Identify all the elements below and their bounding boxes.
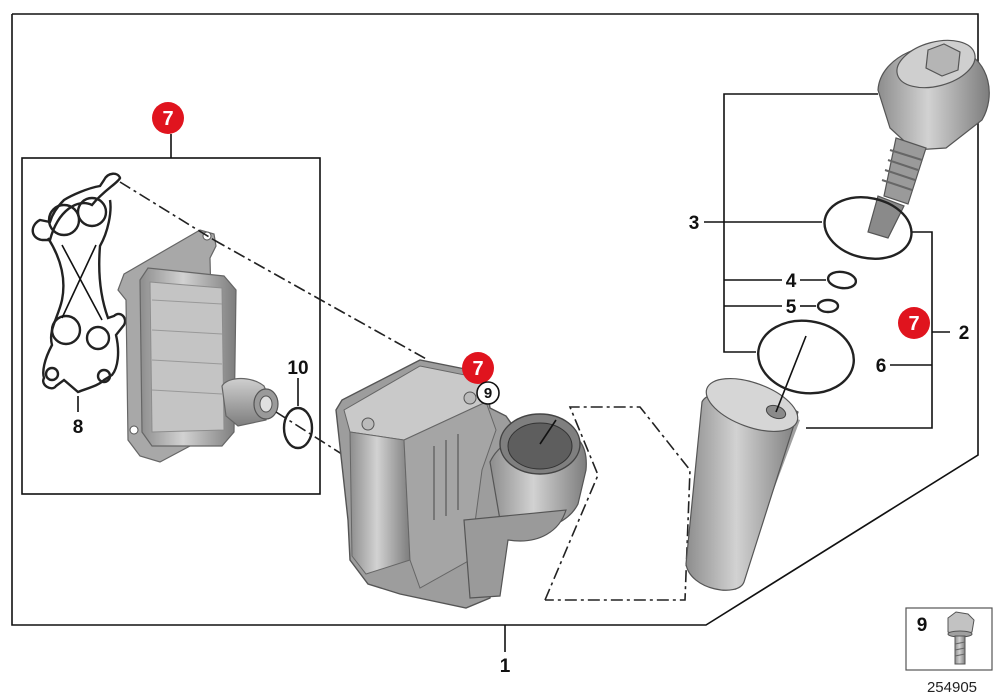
- cap-group-bracket: [704, 93, 932, 366]
- badge-label: 7: [908, 313, 919, 335]
- callout-8: 8: [73, 417, 84, 438]
- o-ring-small-1: [826, 270, 858, 290]
- callout-1: 1: [500, 656, 511, 677]
- gasket-part: [31, 172, 127, 412]
- cooler-group-box: [21, 134, 321, 495]
- o-ring-small-2: [816, 298, 840, 314]
- badge-label: 7: [472, 358, 483, 380]
- badge-label: 7: [162, 108, 173, 130]
- callout-5: 5: [786, 297, 797, 318]
- callout-4: 4: [786, 271, 797, 292]
- cooler-o-ring: [282, 378, 314, 450]
- assembly-dash-lines: [119, 181, 691, 601]
- filter-cap-icon: [867, 39, 990, 239]
- callout-6: 6: [876, 356, 887, 377]
- housing-o-ring: [757, 319, 855, 395]
- callout-10: 10: [287, 358, 308, 379]
- document-number: 254905: [927, 679, 977, 696]
- filter-housing-icon: [335, 359, 587, 609]
- oil-cooler-icon: [117, 229, 279, 463]
- main-frame: [11, 13, 979, 626]
- inset-label: 9: [917, 615, 928, 636]
- oil-filter-icon: [685, 335, 807, 591]
- callout-3: 3: [689, 213, 700, 234]
- repair-kit-badge: 7: [898, 307, 930, 339]
- repair-kit-badge: 7: [152, 102, 184, 134]
- bolt-inset: 9: [905, 607, 993, 671]
- bolt-ref-circle: 9: [476, 381, 500, 405]
- callout-2: 2: [959, 323, 970, 344]
- cap-o-ring: [823, 196, 913, 260]
- bolt-ref-label: 9: [484, 385, 492, 402]
- repair-kit-badge: 7: [462, 352, 494, 384]
- bolt-icon: [947, 611, 975, 665]
- filter-group-bracket: [806, 231, 950, 429]
